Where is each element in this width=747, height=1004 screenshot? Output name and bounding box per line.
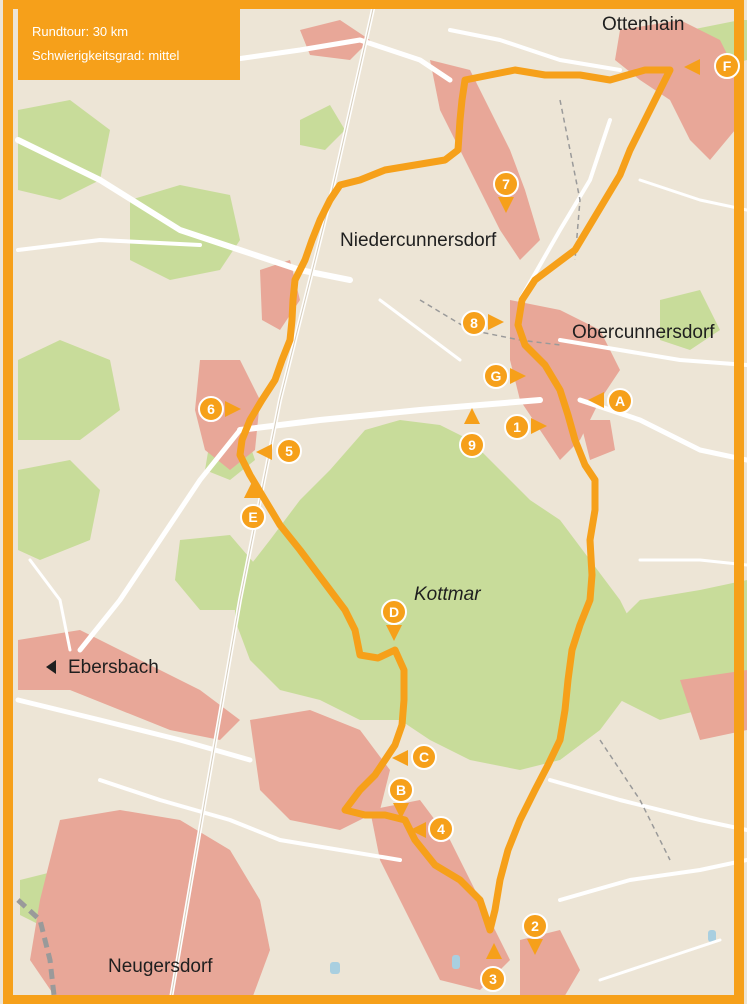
marker-a[interactable]: A <box>607 388 633 414</box>
marker-2[interactable]: 2 <box>522 913 548 939</box>
marker-d[interactable]: D <box>381 599 407 625</box>
marker-9-pointer <box>464 408 480 424</box>
marker-a-pointer <box>588 392 604 408</box>
tour-route <box>236 66 674 934</box>
map-frame <box>3 0 744 1004</box>
marker-9[interactable]: 9 <box>459 432 485 458</box>
marker-1[interactable]: 1 <box>504 414 530 440</box>
marker-1-pointer <box>531 418 547 434</box>
marker-3-pointer <box>486 943 502 959</box>
place-neugersdorf: Neugersdorf <box>108 956 213 977</box>
marker-6[interactable]: 6 <box>198 396 224 422</box>
marker-g-pointer <box>510 368 526 384</box>
marker-3[interactable]: 3 <box>480 966 506 992</box>
marker-e[interactable]: E <box>240 504 266 530</box>
water-areas <box>330 930 716 974</box>
marker-g[interactable]: G <box>483 363 509 389</box>
marker-c[interactable]: C <box>411 744 437 770</box>
marker-5[interactable]: 5 <box>276 438 302 464</box>
marker-f[interactable]: F <box>714 53 740 79</box>
marker-6-pointer <box>225 401 241 417</box>
marker-4[interactable]: 4 <box>428 816 454 842</box>
road-network <box>15 28 747 982</box>
place-kottmar: Kottmar <box>414 584 481 605</box>
triangle-left-icon <box>46 660 56 674</box>
place-ebersbach: Ebersbach <box>68 657 159 678</box>
marker-8-pointer <box>488 314 504 330</box>
place-obercunnersdorf: Obercunnersdorf <box>572 322 715 343</box>
place-niedercunnersdorf: Niedercunnersdorf <box>340 230 497 251</box>
marker-7-pointer <box>498 197 514 213</box>
marker-e-pointer <box>244 482 260 498</box>
marker-f-pointer <box>684 59 700 75</box>
marker-8[interactable]: 8 <box>461 310 487 336</box>
marker-2-pointer <box>527 939 543 955</box>
tour-distance: Rundtour: 30 km <box>32 24 129 39</box>
marker-b[interactable]: B <box>388 777 414 803</box>
marker-4-pointer <box>410 822 426 838</box>
tour-info-box: Rundtour: 30 km Schwierigkeitsgrad: mitt… <box>18 8 240 80</box>
marker-5-pointer <box>256 444 272 460</box>
marker-7[interactable]: 7 <box>493 171 519 197</box>
marker-d-pointer <box>386 625 402 641</box>
tour-difficulty: Schwierigkeitsgrad: mittel <box>32 48 180 63</box>
marker-c-pointer <box>392 750 408 766</box>
marker-b-pointer <box>393 803 409 819</box>
place-ottenhain: Ottenhain <box>602 14 685 35</box>
rail-lines <box>16 0 671 1004</box>
